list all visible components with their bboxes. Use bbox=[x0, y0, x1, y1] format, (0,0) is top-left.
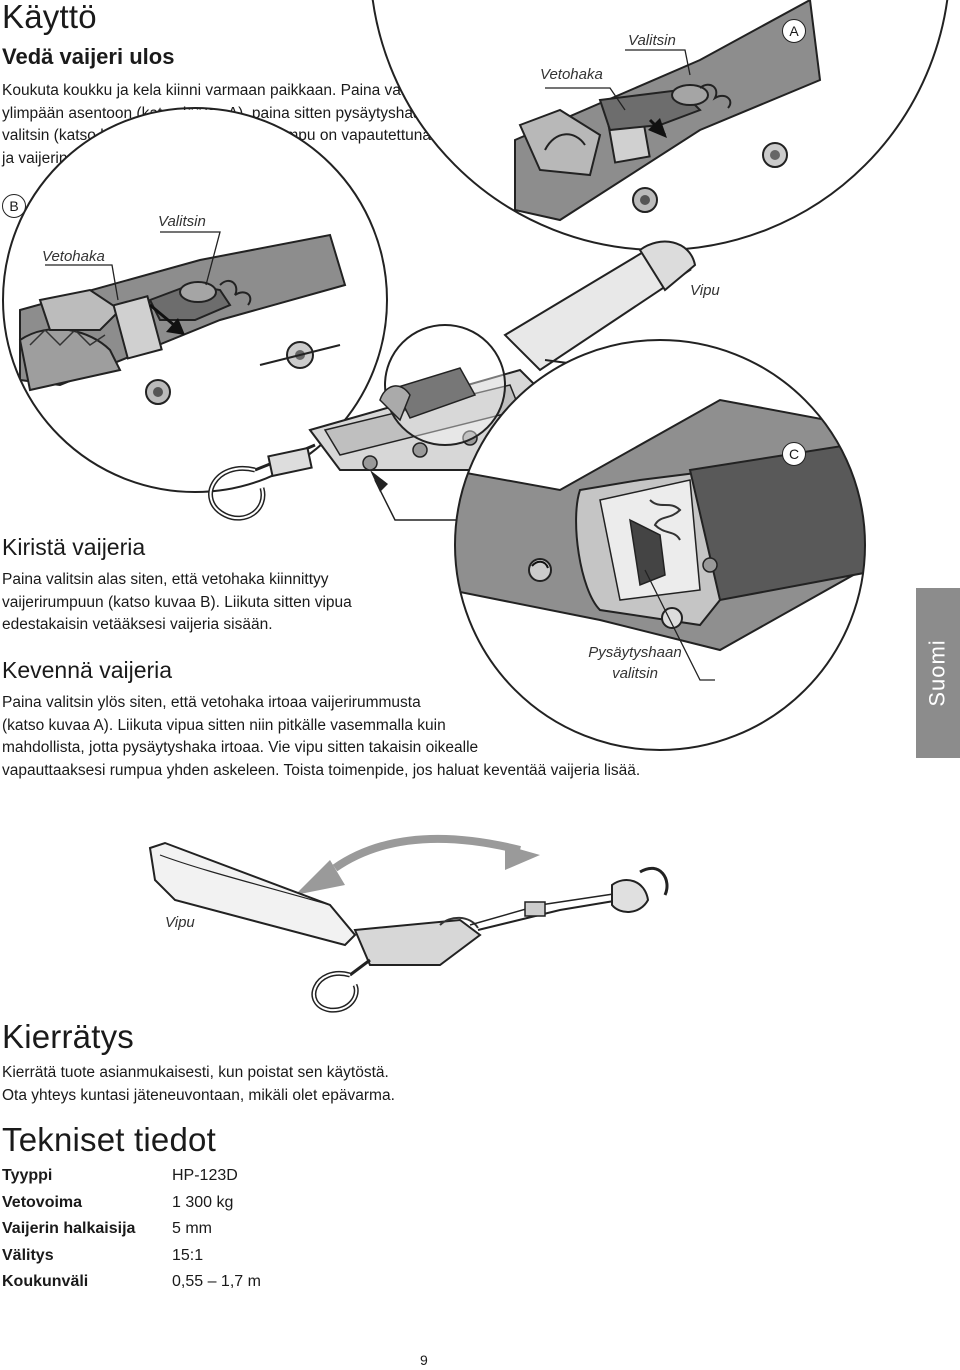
tighten-line: Paina valitsin alas siten, että vetohaka… bbox=[2, 571, 329, 588]
figure-c-stop-pawl-label: Pysäytyshaan valitsin bbox=[580, 642, 690, 684]
pull-out-line: valitsin (katso kuvaa C) alas. Nyt vaije… bbox=[2, 127, 432, 144]
bottom-hoist-illustration bbox=[148, 834, 669, 1013]
recycling-text: Kierrätä tuote asianmukaisesti, kun pois… bbox=[2, 1062, 602, 1107]
recycling-line: Ota yhteys kuntasi jäteneuvontaan, mikäl… bbox=[2, 1086, 395, 1104]
loosen-line: vapauttaaksesi rumpua yhden askeleen. To… bbox=[2, 761, 641, 779]
loosen-line: Paina valitsin ylös siten, että vetohaka… bbox=[2, 694, 421, 711]
recycling-title: Kierrätys bbox=[2, 1018, 134, 1055]
pull-out-line: ylimpään asentoon (katso kuvaa A), paina… bbox=[2, 104, 431, 122]
bottom-lever-label: Vipu bbox=[165, 914, 195, 931]
specs-table: Tyyppi HP-123D Vetovoima 1 300 kg Vaijerin… bbox=[2, 1163, 261, 1296]
tighten-line: vaijerirumpuun (katso kuvaa B). Liikuta … bbox=[2, 593, 352, 611]
pull-out-text: Koukuta koukku ja kela kiinni varmaan pa… bbox=[2, 80, 502, 170]
page-number: 9 bbox=[420, 1352, 428, 1368]
loosen-line: mahdollista, jotta pysäytyshaka irtoaa. … bbox=[2, 739, 479, 756]
figure-a-selector-label: Valitsin bbox=[628, 32, 676, 49]
detail-magnifier-ring bbox=[384, 324, 506, 446]
figure-c-stop-pawl-line: valitsin bbox=[612, 665, 658, 682]
figure-b-lever-label: Vipu bbox=[690, 282, 720, 299]
spec-row: Vaijerin halkaisija 5 mm bbox=[2, 1216, 261, 1243]
spec-key: Vetovoima bbox=[2, 1193, 83, 1211]
spec-row: Välitys 15:1 bbox=[2, 1243, 261, 1270]
spec-key: Välitys bbox=[2, 1246, 54, 1264]
specs-title: Tekniset tiedot bbox=[2, 1121, 216, 1158]
spec-value: 5 mm bbox=[172, 1220, 212, 1238]
pull-out-line: ja vaijerin voi vetää ulos. bbox=[2, 149, 171, 167]
spec-row: Koukunväli 0,55 – 1,7 m bbox=[2, 1269, 261, 1296]
figure-a-letter: A bbox=[782, 19, 806, 43]
tighten-text: Paina valitsin alas siten, että vetohaka… bbox=[2, 569, 442, 637]
loosen-heading: Kevennä vaijeria bbox=[2, 657, 173, 683]
language-side-tab: Suomi bbox=[916, 588, 960, 758]
spec-value: 0,55 – 1,7 m bbox=[172, 1273, 261, 1291]
figure-b-pawl-label: Vetohaka bbox=[42, 248, 105, 265]
figure-c-letter: C bbox=[782, 442, 806, 466]
language-side-tab-label: Suomi bbox=[925, 639, 951, 707]
spec-value: 15:1 bbox=[172, 1246, 204, 1264]
spec-value: 1 300 kg bbox=[172, 1193, 234, 1211]
spec-row: Tyyppi HP-123D bbox=[2, 1163, 261, 1190]
spec-row: Vetovoima 1 300 kg bbox=[2, 1190, 261, 1217]
tighten-heading: Kiristä vaijeria bbox=[2, 534, 146, 560]
figure-a-pawl-label: Vetohaka bbox=[540, 66, 603, 83]
tighten-line: edestakaisin vetääksesi vaijeria sisään. bbox=[2, 616, 273, 633]
figure-b-letter: B bbox=[2, 194, 26, 218]
recycling-line: Kierrätä tuote asianmukaisesti, kun pois… bbox=[2, 1064, 389, 1081]
spec-key: Vaijerin halkaisija bbox=[2, 1220, 136, 1238]
spec-value: HP-123D bbox=[172, 1167, 238, 1185]
pull-out-heading: Vedä vaijeri ulos bbox=[2, 44, 175, 69]
loosen-line: (katso kuvaa A). Liikuta vipua sitten ni… bbox=[2, 716, 446, 734]
loosen-text: Paina valitsin ylös siten, että vetohaka… bbox=[2, 692, 762, 782]
spec-key: Tyyppi bbox=[2, 1167, 53, 1185]
pull-out-line: Koukuta koukku ja kela kiinni varmaan pa… bbox=[2, 82, 432, 99]
figure-b-detail bbox=[3, 110, 387, 492]
figure-b-selector-label: Valitsin bbox=[158, 213, 206, 230]
hoist-illustration bbox=[208, 240, 697, 521]
spec-key: Koukunväli bbox=[2, 1273, 89, 1291]
page-title: Käyttö bbox=[2, 0, 97, 35]
figure-c-stop-pawl-line: Pysäytyshaan bbox=[588, 644, 682, 661]
